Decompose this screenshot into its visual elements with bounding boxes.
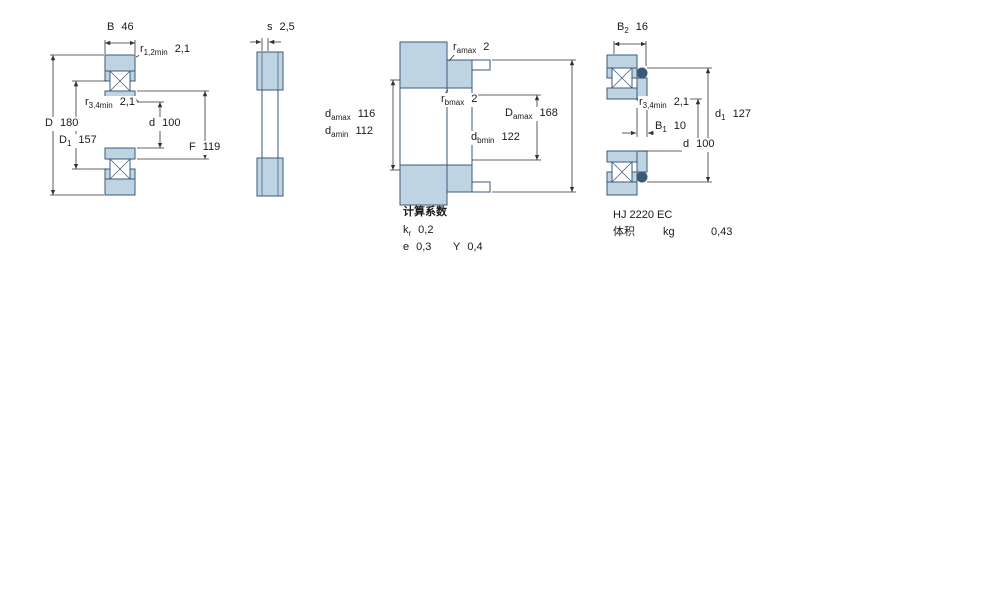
fig4-hj-lip-top [636, 67, 648, 79]
fig4-hj-lip-bottom [636, 171, 648, 183]
figure-bearing-cross-section [104, 54, 136, 196]
fig2-top-cap [256, 51, 284, 91]
fig3-dimension-lines [390, 53, 576, 193]
product-volume-unit: kg [662, 226, 676, 239]
fig1-outer-ring-top [104, 54, 136, 72]
product-volume-label: 体积 [612, 226, 636, 239]
fig4-flange-right-top [631, 67, 638, 79]
fig1-cage-lines [109, 70, 131, 180]
fig4-flange-right-bottom [631, 171, 638, 183]
fig2-dimension-lines [250, 38, 281, 51]
fig1-flange-left-top [104, 70, 111, 82]
figure-fitting-dimensions [399, 41, 491, 206]
fig2-bottom-cap [256, 157, 284, 197]
fig3-ring-top [446, 59, 473, 89]
figure-hj-ring-section [606, 54, 648, 196]
fig4-hj-ring-lips [636, 67, 648, 183]
fig4-flange-left-top [606, 67, 613, 79]
calculation-factors-title: 计算系数 [402, 206, 448, 219]
fig1-flange-right-top [129, 70, 136, 82]
fig2-edge-lines [261, 52, 279, 196]
fig4-cage-lines [611, 67, 633, 183]
fig1-flange-right-bottom [129, 168, 136, 180]
fig4-flange-left-bottom [606, 171, 613, 183]
fig4-inner-ring-bottom [606, 150, 638, 163]
fig3-housing-bottom [399, 164, 448, 206]
fig3-ring-bottom [446, 164, 473, 193]
fig3-step-bottom [471, 181, 491, 193]
fig2-middle [261, 89, 279, 159]
fig1-outer-ring-bottom [104, 178, 136, 196]
product-volume-value: 0,43 [710, 226, 734, 239]
fig1-inner-ring-bottom [104, 147, 136, 160]
fig3-housing-top [399, 41, 448, 89]
product-designation: HJ 2220 EC [612, 209, 674, 222]
fig4-outer-ring-bottom [606, 181, 638, 196]
fig4-outer-ring-top [606, 54, 638, 69]
fig4-inner-ring-top [606, 87, 638, 100]
fig4-hj-flange-bottom [636, 150, 648, 173]
fig3-step-top [471, 59, 491, 71]
fig1-flange-left-bottom [104, 168, 111, 180]
figure-bearing-profile [256, 51, 284, 197]
fig1-rollers [109, 70, 131, 180]
fig3-shaft [399, 87, 448, 166]
